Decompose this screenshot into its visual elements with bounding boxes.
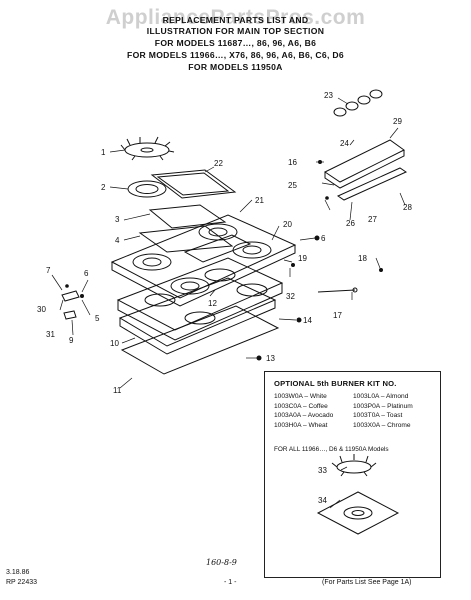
callout-24: 24: [340, 139, 349, 148]
footer-parts-list-ref: (For Parts List See Page 1A): [322, 579, 412, 586]
callout-17: 17: [333, 311, 342, 320]
callout-29: 29: [393, 117, 402, 126]
bracket-part-30: [61, 290, 80, 302]
kit-item: 1003L0A – Almond: [353, 393, 409, 400]
rod-part-17: [317, 289, 356, 293]
header-line-2: ILLUSTRATION FOR MAIN TOP SECTION: [146, 26, 325, 36]
callout-13: 13: [266, 354, 275, 363]
optional-burner-kit-box: OPTIONAL 5th BURNER KIT NO. 1003W0A – Wh…: [264, 371, 441, 578]
callout-3: 3: [115, 215, 120, 224]
callout-34: 34: [318, 496, 327, 505]
header-line-4: FOR MODELS 11966…, X76, 86, 96, A6, B6, …: [127, 50, 344, 60]
main-top-part-21: [110, 214, 297, 307]
bracket-part-31: [63, 310, 77, 320]
callout-27: 27: [368, 215, 377, 224]
kit-list-right: 1003L0A – Almond 1003P0A – Platinum 1003…: [353, 392, 413, 430]
callout-6-right: 6: [321, 234, 326, 243]
callout-21: 21: [255, 196, 264, 205]
kit-item: 1003A0A – Avocado: [274, 412, 334, 420]
callout-1: 1: [101, 148, 106, 157]
kit-box-title: OPTIONAL 5th BURNER KIT NO.: [274, 379, 397, 388]
callout-2: 2: [101, 183, 106, 192]
footer-date: 3.18.86: [6, 569, 30, 576]
header-line-1: REPLACEMENT PARTS LIST AND: [162, 15, 309, 25]
footer-rp: RP 22433: [6, 579, 38, 586]
callout-23: 23: [324, 91, 333, 100]
callout-25: 25: [288, 181, 297, 190]
plate-part-3: [148, 204, 227, 229]
callout-6-left: 6: [84, 269, 89, 278]
header-line-3: FOR MODELS 11687…, 86, 96, A6, B6: [154, 38, 317, 48]
kit-box-note: FOR ALL 11966…, D6 & 11950A Models: [274, 446, 389, 453]
callout-10: 10: [110, 339, 119, 348]
callout-12: 12: [208, 299, 217, 308]
callout-11: 11: [113, 386, 122, 395]
burner-knobs-part-23: [333, 89, 383, 117]
plate-part-4: [138, 225, 234, 253]
callout-28: 28: [403, 203, 412, 212]
callout-33: 33: [318, 466, 327, 475]
callout-5: 5: [95, 314, 100, 323]
kit-item: 1003T0A – Toast: [353, 412, 403, 420]
callout-26: 26: [346, 219, 355, 228]
insulation-part-11: [120, 305, 280, 375]
callout-16: 16: [288, 158, 297, 167]
cover-plate-part-22: [150, 169, 237, 199]
callout-22: 22: [214, 159, 223, 168]
drip-pan-part-34: [316, 491, 400, 535]
callout-19: 19: [298, 254, 307, 263]
burner-head-part-33: [331, 454, 377, 477]
kit-item: 1003H0A – Wheat: [274, 421, 328, 429]
kit-item: 1003P0A – Platinum: [353, 402, 413, 410]
drip-ring-part-2: [127, 180, 167, 198]
kit-item: 1003W0A – White: [274, 393, 327, 400]
callout-4: 4: [115, 236, 120, 245]
kit-item: 1003X0A – Chrome: [353, 421, 411, 429]
callout-9: 9: [69, 336, 74, 345]
strip-part-27: [336, 167, 408, 201]
callout-31: 31: [46, 330, 55, 339]
footer-handwritten-note: 160-8-9: [206, 558, 237, 567]
callout-14: 14: [303, 316, 312, 325]
watermark: AppliancePartsPros.com: [105, 6, 366, 29]
burner-head-part-1: [120, 136, 175, 161]
callout-7: 7: [46, 266, 51, 275]
burner-box-part-12: [116, 257, 284, 341]
callout-30: 30: [37, 305, 46, 314]
footer-page: - 1 -: [224, 579, 237, 586]
kit-list-left: 1003W0A – White 1003C0A – Coffee 1003A0A…: [274, 392, 333, 430]
callout-18: 18: [358, 254, 367, 263]
callout-20: 20: [283, 220, 292, 229]
callout-32: 32: [286, 292, 295, 301]
header-line-5: FOR MODELS 11950A: [188, 62, 283, 72]
kit-item: 1003C0A – Coffee: [274, 402, 328, 410]
